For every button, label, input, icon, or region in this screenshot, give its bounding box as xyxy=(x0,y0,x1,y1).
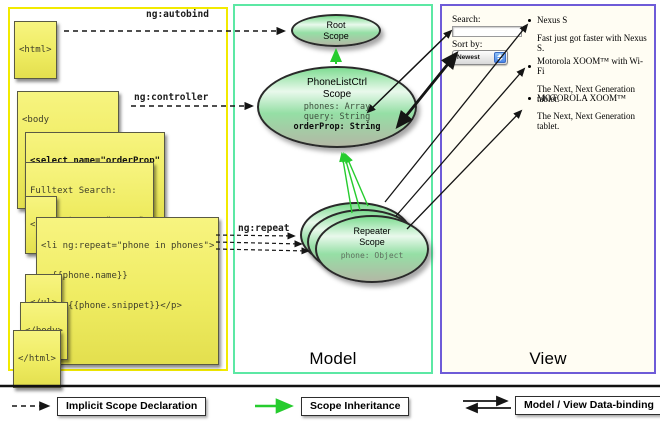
view-item-title: Nexus S xyxy=(537,15,568,25)
model-column-label: Model xyxy=(309,349,357,368)
bullet-icon xyxy=(528,64,531,68)
code-line: <body xyxy=(22,115,50,125)
sort-by-label: Sort by: xyxy=(452,40,483,50)
legend-box-scope-inheritance: Scope Inheritance xyxy=(301,397,410,416)
scope-prop-orderprop: orderProp: String xyxy=(293,122,381,132)
code-line: {{phone.name}} xyxy=(41,271,128,281)
code-line: <p>{{phone.snippet}}</p> xyxy=(41,301,182,311)
phonelistctrl-title: Scope xyxy=(322,88,352,100)
model-column: Model xyxy=(233,4,433,374)
repeater-scope-ellipse: Repeater Scope phone: Object xyxy=(315,215,429,283)
bullet-icon xyxy=(528,18,531,22)
view-item-motorola-xoom: MOTOROLA XOOM™ The Next, Next Generation… xyxy=(528,93,650,131)
directive-label-repeat: ng:repeat xyxy=(238,223,290,234)
sort-select-value: Newest xyxy=(457,54,480,61)
view-item-title: Motorola XOOM™ with Wi-Fi xyxy=(537,56,644,76)
repeater-title: Repeater xyxy=(353,226,391,236)
code-box-html-open: <html> xyxy=(14,21,57,79)
code-line: <html> xyxy=(19,45,52,55)
directive-label-autobind: ng:autobind xyxy=(146,9,209,20)
repeater-title: Scope xyxy=(359,236,385,247)
view-item-motorola-xoom-wifi: Motorola XOOM™ with Wi-Fi The Next, Next… xyxy=(528,56,650,104)
root-scope-title: Root xyxy=(326,20,346,30)
search-label: Search: xyxy=(452,15,481,25)
code-line: <li ng:repeat="phone in phones"> xyxy=(41,241,215,251)
bullet-icon xyxy=(528,96,531,100)
phonelistctrl-scope-ellipse: PhoneListCtrl Scope phones: Array query:… xyxy=(257,66,417,148)
code-line: </html> xyxy=(18,354,56,364)
view-item-nexus-s: Nexus S Fast just got faster with Nexus … xyxy=(528,15,650,53)
directive-label-controller: ng:controller xyxy=(134,92,209,103)
sort-select[interactable]: Newest xyxy=(452,50,508,65)
view-item-desc: The Next, Next Generation tablet. xyxy=(537,111,635,131)
scope-prop-phones: phones: Array xyxy=(303,102,371,112)
view-item-desc: Fast just got faster with Nexus S. xyxy=(537,33,647,53)
code-line: Fulltext Search: xyxy=(30,186,117,196)
select-stepper-icon xyxy=(494,52,506,63)
scope-prop-phone: phone: Object xyxy=(340,251,404,260)
phonelistctrl-title: PhoneListCtrl xyxy=(306,77,368,88)
root-scope-title: Scope xyxy=(323,30,349,41)
legend-box-data-binding: Model / View Data-binding xyxy=(515,396,660,415)
search-input[interactable] xyxy=(452,26,522,37)
code-box-html-close: </html> xyxy=(13,330,61,388)
code-line: <select name="orderProp" xyxy=(30,156,161,166)
view-item-title: MOTOROLA XOOM™ xyxy=(537,93,626,103)
legend-box-implicit-scope: Implicit Scope Declaration xyxy=(57,397,207,416)
root-scope-ellipse: Root Scope xyxy=(291,14,381,47)
scope-prop-query: query: String xyxy=(303,112,371,122)
view-item-desc: The Next, Next Generation tablet. xyxy=(537,84,635,104)
view-column-label: View xyxy=(529,349,567,368)
